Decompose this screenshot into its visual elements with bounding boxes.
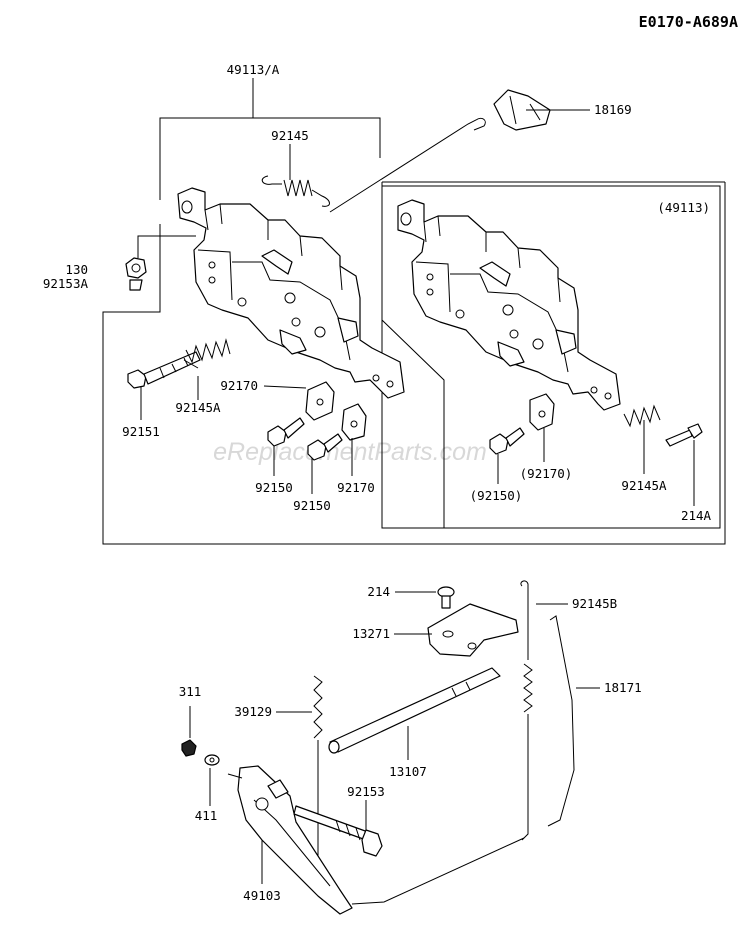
- part-labels: 49113/A 18169 92145 (49113) 130 92153A 9…: [43, 62, 712, 903]
- label-92170-b: 92170: [337, 480, 375, 495]
- bolt-92151: [127, 351, 201, 389]
- label-92150-variant: (92150): [470, 488, 523, 503]
- spring-92145: [261, 175, 330, 207]
- link-rod-18169: [329, 89, 551, 213]
- rod-18171: [547, 615, 575, 827]
- screw-92150-right: [489, 427, 525, 455]
- plate-13271: [427, 603, 519, 657]
- label-92170-variant: (92170): [520, 466, 573, 481]
- label-92151: 92151: [122, 424, 160, 439]
- washer-411: [204, 754, 220, 766]
- label-18169: 18169: [594, 102, 632, 117]
- label-311: 311: [179, 684, 202, 699]
- bolt-92153: [293, 805, 383, 857]
- diagram-code: E0170-A689A: [639, 13, 738, 31]
- spring-39129: [313, 675, 323, 876]
- watermark: eReplacementParts.com: [213, 438, 487, 466]
- label-92150-b: 92150: [293, 498, 331, 513]
- label-92153: 92153: [347, 784, 385, 799]
- link-rod-92145B: [520, 580, 533, 841]
- label-92153A: 92153A: [43, 276, 89, 291]
- spring-92145A-left: [185, 338, 231, 364]
- label-92145A-left: 92145A: [175, 400, 221, 415]
- label-214: 214: [367, 584, 390, 599]
- governor-plate-right: [397, 199, 621, 411]
- bracket-92170-left: [305, 381, 335, 421]
- screw-92150-a: [267, 417, 305, 447]
- nut-130: [125, 257, 147, 291]
- nut-311: [181, 739, 197, 757]
- screw-214A: [665, 423, 703, 447]
- label-130: 130: [65, 262, 88, 277]
- label-411: 411: [195, 808, 218, 823]
- label-49113A: 49113/A: [227, 62, 280, 77]
- label-92145: 92145: [271, 128, 309, 143]
- label-92145B: 92145B: [572, 596, 617, 611]
- leader-lines: [137, 109, 695, 884]
- bracket-92170-right: [529, 393, 555, 431]
- governor-plate-left: [177, 187, 405, 399]
- label-49113-variant: (49113): [657, 200, 710, 215]
- label-92145A-right: 92145A: [621, 478, 667, 493]
- label-18171: 18171: [604, 680, 642, 695]
- label-92150-a: 92150: [255, 480, 293, 495]
- shaft-13107: [328, 667, 501, 754]
- label-13107: 13107: [389, 764, 427, 779]
- label-92170-left: 92170: [220, 378, 258, 393]
- label-13271: 13271: [352, 626, 390, 641]
- spring-92145A-right: [623, 404, 661, 428]
- label-214A: 214A: [681, 508, 712, 523]
- label-39129: 39129: [234, 704, 272, 719]
- screw-214: [437, 586, 455, 609]
- bracket-92170-lower: [341, 403, 367, 441]
- screw-92150-b: [307, 433, 343, 461]
- label-49103: 49103: [243, 888, 281, 903]
- lever-49103: [237, 765, 353, 915]
- assembly-outline-49113A: [102, 78, 726, 545]
